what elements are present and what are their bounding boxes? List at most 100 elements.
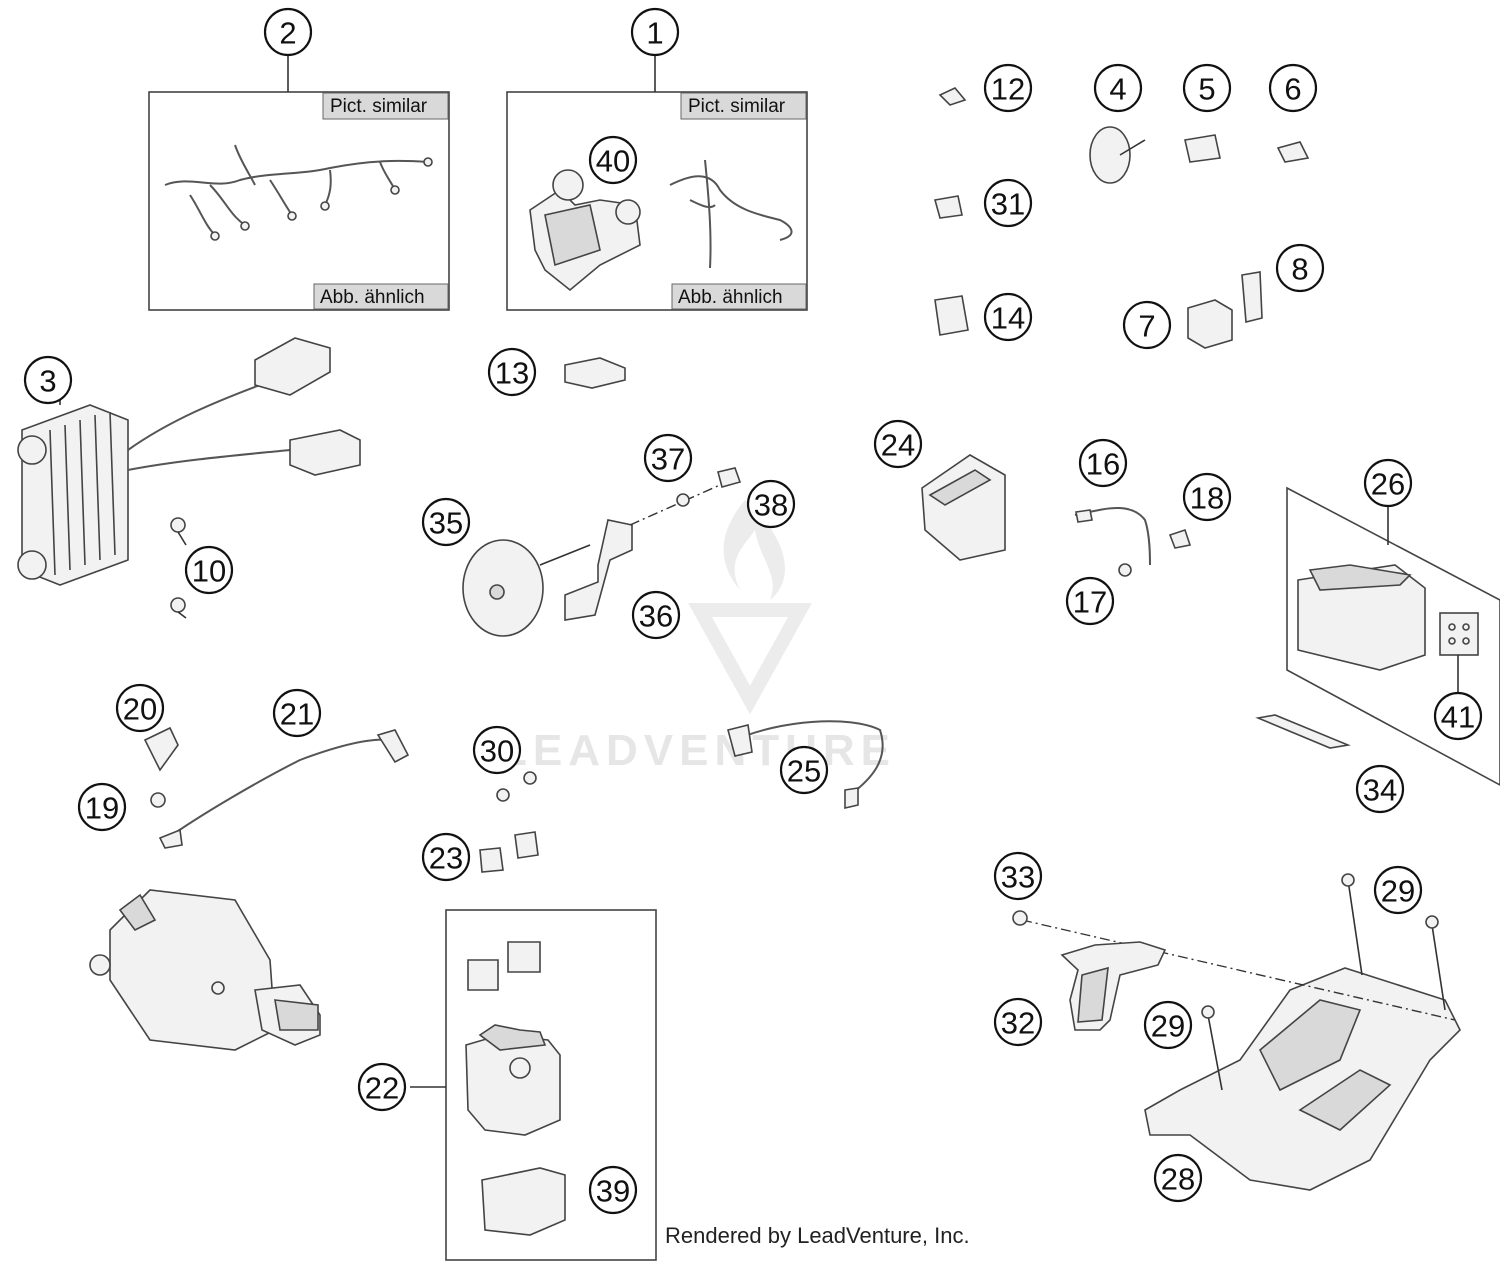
callout-circle: [983, 63, 1033, 113]
small-parts-top-right: [933, 87, 1310, 349]
callout-circle: [746, 479, 796, 529]
callout-number: 12: [991, 72, 1025, 107]
callout-circle: [1065, 576, 1115, 626]
callout-number: 39: [596, 1174, 630, 1209]
callout-circle: [993, 851, 1043, 901]
callout-35: 35: [421, 497, 471, 547]
callout-34: 34: [1355, 764, 1405, 814]
callout-29: 29: [1143, 1000, 1193, 1050]
box-wiring-harness-2: Pict. similar Abb. ähnlich: [148, 91, 450, 311]
callout-7: 7: [1122, 300, 1172, 350]
callout-13: 13: [487, 347, 537, 397]
callout-38: 38: [746, 479, 796, 529]
footer-credit: Rendered by LeadVenture, Inc.: [665, 1223, 970, 1248]
callout-33: 33: [993, 851, 1043, 901]
callout-number: 30: [480, 734, 514, 769]
callout-number: 41: [1441, 700, 1475, 735]
callout-number: 5: [1198, 72, 1215, 107]
callout-16: 16: [1078, 438, 1128, 488]
callout-circle: [472, 725, 522, 775]
watermark: LEADVENTURE: [500, 500, 890, 775]
callout-12: 12: [983, 63, 1033, 113]
callout-circle: [1275, 243, 1325, 293]
callout-23: 23: [421, 832, 471, 882]
cables-20-21-19: [143, 720, 884, 849]
tag-pict-similar: Pict. similar: [330, 96, 428, 117]
callout-circle: [487, 347, 537, 397]
ecu-24: [921, 454, 1006, 561]
callout-circle: [993, 997, 1043, 1047]
tag-abb-aehnlich: Abb. ähnlich: [320, 287, 425, 308]
callout-number: 20: [123, 692, 157, 727]
callout-3: 3: [23, 355, 73, 405]
callout-circle: [630, 7, 680, 57]
callout-circle: [983, 178, 1033, 228]
callout-26: 26: [1363, 458, 1413, 508]
callout-number: 31: [991, 187, 1025, 222]
callout-circle: [1078, 438, 1128, 488]
callout-number: 24: [881, 428, 915, 463]
callout-circle: [1093, 63, 1143, 113]
callout-number: 29: [1151, 1009, 1185, 1044]
callout-17: 17: [1065, 576, 1115, 626]
callout-number: 33: [1001, 860, 1035, 895]
box-ecu-harness-1: Pict. similar Abb. ähnlich: [506, 91, 808, 311]
callout-number: 7: [1138, 309, 1155, 344]
callout-40: 40: [588, 135, 638, 185]
callout-number: 4: [1109, 72, 1126, 107]
callout-21: 21: [272, 688, 322, 738]
callout-number: 26: [1371, 467, 1405, 502]
callout-circle: [1373, 865, 1423, 915]
callout-number: 13: [495, 356, 529, 391]
callout-30: 30: [472, 725, 522, 775]
callout-circle: [1182, 472, 1232, 522]
callout-number: 14: [991, 301, 1025, 336]
callout-24: 24: [873, 419, 923, 469]
tag-abb-aehnlich: Abb. ähnlich: [678, 287, 783, 308]
callout-circle: [1433, 691, 1483, 741]
callout-6: 6: [1268, 63, 1318, 113]
battery-holder-28: [1012, 873, 1461, 1191]
callout-circle: [983, 292, 1033, 342]
connector-13: [564, 357, 626, 389]
callout-circle: [77, 782, 127, 832]
callout-number: 40: [596, 144, 630, 179]
callout-18: 18: [1182, 472, 1232, 522]
callout-number: 8: [1291, 252, 1308, 287]
callout-circle: [115, 683, 165, 733]
starter-motor: [89, 889, 321, 1051]
callout-2: 2: [263, 7, 313, 57]
callout-39: 39: [588, 1165, 638, 1215]
callout-circle: [631, 590, 681, 640]
tag-pict-similar: Pict. similar: [688, 96, 786, 117]
callout-circle: [588, 135, 638, 185]
callout-number: 35: [429, 506, 463, 541]
callout-20: 20: [115, 683, 165, 733]
callout-circle: [184, 545, 234, 595]
callout-number: 2: [279, 16, 296, 51]
horn-assembly-35-36: [462, 467, 742, 637]
leader-lines: [287, 55, 656, 92]
callout-14: 14: [983, 292, 1033, 342]
callout-5: 5: [1182, 63, 1232, 113]
callout-31: 31: [983, 178, 1033, 228]
callout-36: 36: [631, 590, 681, 640]
callout-circle: [1153, 1153, 1203, 1203]
sensor-cable-16: [1074, 507, 1192, 577]
callout-circle: [588, 1165, 638, 1215]
callout-circle: [263, 7, 313, 57]
watermark-flame-icon: [723, 500, 785, 600]
callout-circle: [1363, 458, 1413, 508]
callout-circle: [1355, 764, 1405, 814]
box-relay-kit-22: [410, 909, 657, 1261]
callout-circle: [1122, 300, 1172, 350]
screws-10: [170, 517, 187, 619]
callout-circle: [1268, 63, 1318, 113]
callout-number: 16: [1086, 447, 1120, 482]
callout-circle: [873, 419, 923, 469]
callout-4: 4: [1093, 63, 1143, 113]
callout-8: 8: [1275, 243, 1325, 293]
callout-number: 29: [1381, 874, 1415, 909]
